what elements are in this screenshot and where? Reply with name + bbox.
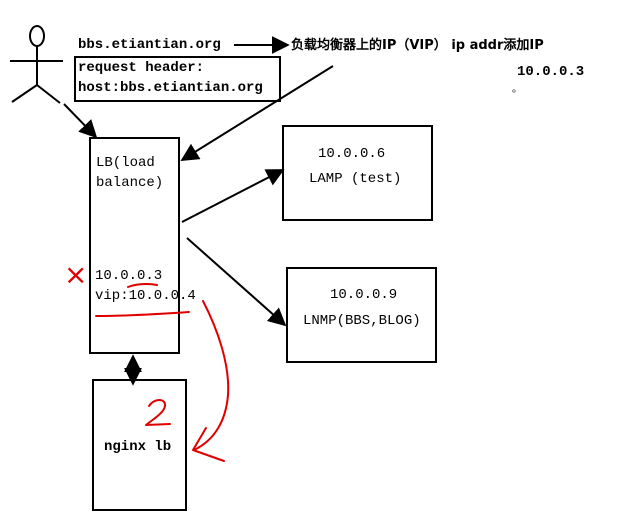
request-header-line2: host:bbs.etiantian.org — [78, 80, 263, 96]
red-curve-arrow — [193, 300, 230, 451]
arrow-vip-to-lb — [180, 65, 334, 161]
lb-old-ip: 10.0.0.3 — [95, 268, 163, 284]
lamp-ip: 10.0.0.6 — [318, 146, 386, 162]
nginx-lb-label: nginx lb — [104, 439, 172, 455]
red-step-number-2 — [145, 399, 171, 426]
lb-label-line1: LB(load — [96, 155, 155, 171]
red-underline-vip — [95, 311, 190, 317]
lb-box — [89, 137, 180, 354]
lnmp-ip: 10.0.0.9 — [330, 287, 398, 303]
user-figure — [10, 25, 63, 104]
lb-vip: vip:10.0.0.4 — [95, 288, 196, 304]
lamp-label: LAMP (test) — [309, 171, 402, 187]
request-header-line1: request header: — [78, 60, 205, 76]
client-domain-label: bbs.etiantian.org — [78, 37, 221, 53]
arrow-lb-to-lamp — [181, 169, 285, 223]
red-arrowhead — [192, 427, 225, 462]
user-left-leg — [11, 84, 38, 103]
arrow-user-to-lb — [63, 103, 98, 139]
arrow-lb-to-lnmp — [186, 237, 287, 327]
user-right-leg — [36, 84, 61, 104]
red-underline-old-ip — [127, 282, 158, 288]
request-header-box — [74, 56, 281, 102]
vip-description-label: 负载均衡器上的IP（VIP） ip addr添加IP — [291, 38, 544, 53]
lnmp-label: LNMP(BBS,BLOG) — [303, 313, 421, 329]
lnmp-server-box — [286, 267, 437, 363]
user-head — [29, 25, 45, 47]
lb-label-line2: balance) — [96, 175, 164, 191]
vip-note-ip: 10.0.0.3 — [517, 64, 585, 80]
red-cross-mark: × — [64, 258, 88, 291]
vip-note-dot: 。 — [512, 85, 522, 96]
